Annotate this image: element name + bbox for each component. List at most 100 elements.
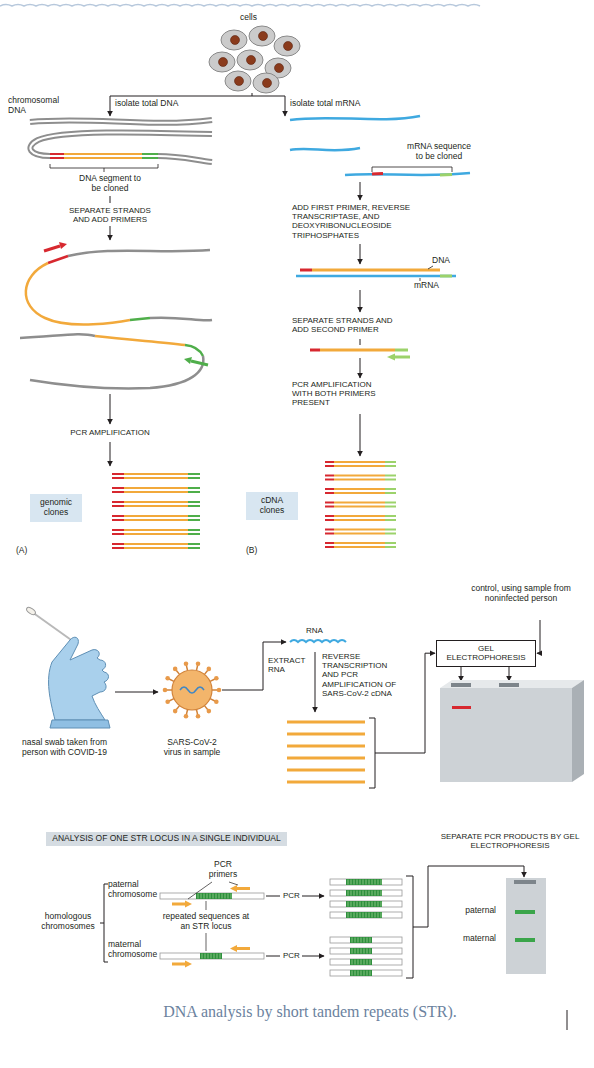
cdna-copies: [287, 757, 365, 760]
cdna-clone-bars: [334, 465, 385, 467]
text-label: PCR AMPLIFICATION: [55, 428, 165, 437]
pcr-products: [330, 959, 402, 965]
pcr-products: [381, 913, 382, 918]
pcr-products: [351, 891, 352, 896]
genomic-clone-bars: [112, 543, 124, 545]
node-label: cDNA clones: [252, 496, 292, 516]
flow-arrow: [110, 93, 285, 96]
pcr-products: [363, 902, 364, 907]
genomic-clone-bars: [188, 501, 200, 503]
genomic-clone-bars: [112, 519, 124, 521]
virus-particle: [196, 714, 201, 719]
separated-strands: [30, 356, 203, 388]
text-label: PCR: [283, 891, 300, 900]
text-label: chromosomal DNA: [8, 96, 64, 116]
chromosome: [208, 954, 209, 959]
genomic-clone-bars: [112, 473, 124, 475]
pcr-products: [372, 913, 373, 918]
gloved-hand-swab: [32, 612, 74, 642]
chromosome: [210, 894, 211, 899]
cdna-clone-bars: [334, 519, 385, 521]
cdna-clone-bars: [334, 546, 385, 548]
cdna-clone-bars: [325, 465, 334, 467]
flow-arrow: [110, 442, 111, 466]
cell-cluster: [275, 64, 284, 73]
chromosome: [219, 894, 220, 899]
cell-cluster: [247, 56, 256, 65]
mrna-strands: [296, 275, 456, 278]
pcr-products: [363, 913, 364, 918]
bracket: [369, 718, 375, 788]
cdna-clone-bars: [385, 529, 396, 531]
text-label: (A): [16, 546, 27, 556]
text-label: maternal chromosome: [108, 940, 158, 960]
genomic-clone-bars: [112, 487, 124, 489]
flow-arrow: [115, 692, 158, 693]
gel-band: [452, 706, 471, 709]
cell-cluster: [209, 52, 235, 72]
mrna-strands: [420, 266, 433, 281]
chromosome: [201, 894, 202, 899]
gel-slab: [440, 680, 584, 688]
cdna-clone-bars: [325, 479, 334, 481]
cdna-clone-bars: [325, 492, 334, 494]
pcr-products: [364, 938, 365, 943]
virus-particle: [165, 699, 170, 704]
pcr-products: [357, 913, 358, 918]
genomic-clone-bars: [188, 515, 200, 517]
genomic-clone-bars: [112, 533, 124, 535]
pcr-products: [361, 971, 362, 976]
virus-particle: [165, 676, 170, 681]
pcr-products: [357, 891, 358, 896]
pcr-products: [358, 971, 359, 976]
pcr-products: [361, 960, 362, 965]
cdna-clone-bars: [325, 506, 334, 508]
pcr-products: [369, 891, 370, 896]
cdna-clone-bars: [334, 502, 385, 504]
cdna-copies: [287, 781, 365, 784]
genomic-clone-bars: [124, 501, 188, 503]
text-label: DNA: [432, 256, 450, 266]
pcr-products: [370, 971, 371, 976]
pcr-products: [361, 938, 362, 943]
pcr-products: [352, 960, 353, 965]
chromosome: [228, 894, 229, 899]
gel-slab: [572, 680, 584, 782]
text-label: ADD FIRST PRIMER, REVERSE TRANSCRIPTASE,…: [292, 203, 430, 240]
cell-cluster: [231, 36, 240, 45]
pcr-products: [369, 902, 370, 907]
cdna-clone-bars: [334, 479, 385, 481]
cdna-clone-bars: [325, 515, 334, 517]
genomic-clone-bars: [112, 474, 200, 548]
genomic-clone-bars: [124, 543, 188, 545]
flow-arrow: [302, 956, 324, 957]
pcr-products: [366, 902, 367, 907]
separated-strands: [68, 250, 210, 256]
flow-arrow: [360, 414, 361, 456]
chromosome: [214, 954, 215, 959]
pcr-products: [360, 891, 361, 896]
pcr-products: [348, 891, 349, 896]
chromosome: [200, 953, 222, 959]
node-label: GEL ELECTROPHORESIS: [442, 644, 530, 662]
heading-band: ANALYSIS OF ONE STR LOCUS IN A SINGLE IN…: [46, 832, 287, 846]
pcr-products: [350, 970, 372, 976]
chromosome: [216, 894, 217, 899]
genomic-clone-bars: [188, 519, 200, 521]
clone-tag: cDNA clones: [246, 492, 298, 520]
pcr-products: [346, 879, 382, 885]
cdna-clone-bars: [385, 475, 396, 477]
cdna-clone-bars: [385, 542, 396, 544]
pcr-products: [330, 948, 402, 954]
mrna-strands: [345, 173, 470, 175]
gel-slab: [514, 880, 536, 884]
mrna-strands: [394, 356, 410, 359]
cdna-clone-bars: [325, 542, 334, 544]
virus-particle: [163, 688, 168, 693]
cdna-clone-bars: [334, 542, 385, 544]
cdna-clone-bars: [325, 488, 334, 490]
genomic-clone-bars: [124, 491, 188, 493]
chromosome: [225, 894, 226, 899]
pcr-primer: [230, 945, 237, 952]
virus-particle: [184, 714, 189, 719]
